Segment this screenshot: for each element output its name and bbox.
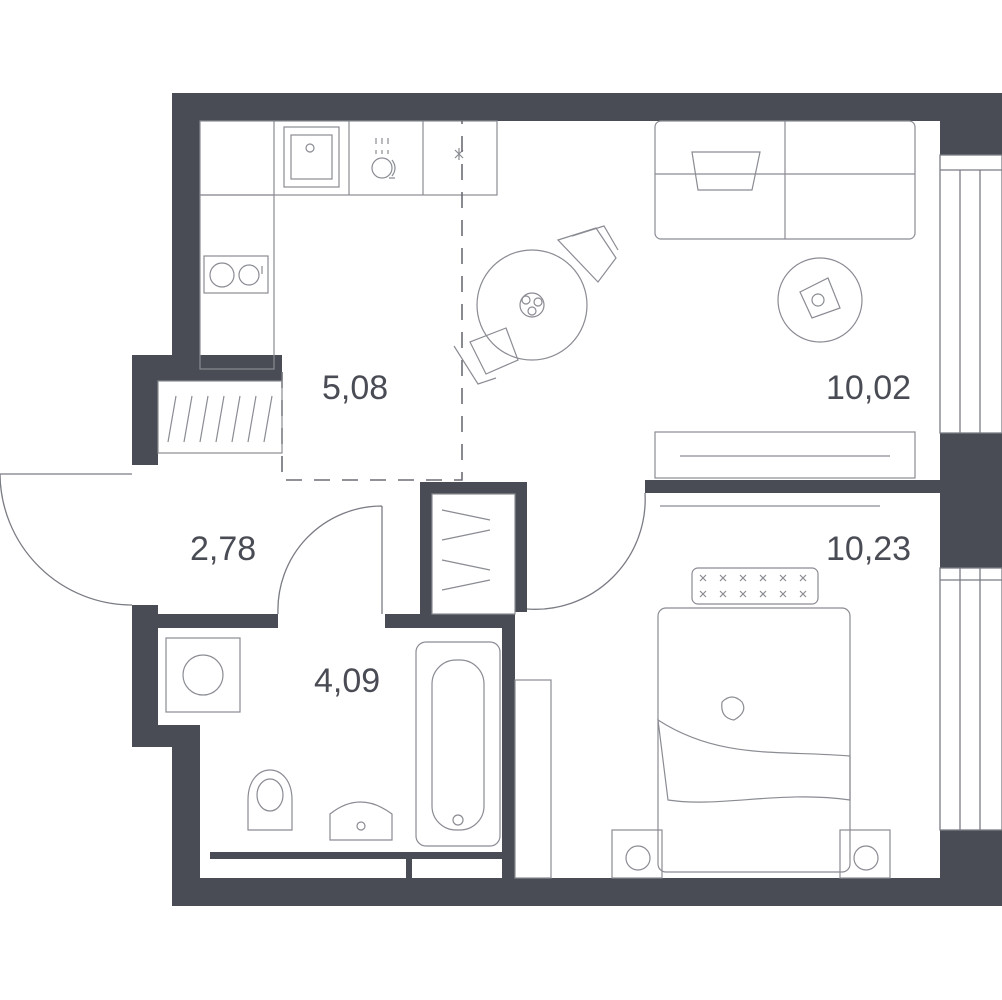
area-label-bathroom: 4,09 (314, 662, 380, 700)
area-label-hall: 2,78 (190, 530, 256, 568)
area-label-bedroom: 10,23 (826, 530, 911, 568)
wall-wardrobe-right (515, 482, 527, 612)
lamp-left-icon (625, 845, 651, 871)
bed-cushion-stitches (699, 574, 807, 598)
wall-wardrobe-top (420, 482, 527, 494)
tv-stand (654, 431, 916, 479)
bed (657, 607, 851, 873)
bedroom-door (526, 492, 646, 610)
flower-pot-icon (519, 292, 545, 318)
wall-pillar-right (940, 433, 1002, 568)
wall-bath-right (502, 614, 515, 878)
wall-niche-left (132, 355, 158, 465)
toilet-icon (247, 769, 293, 831)
wall-left-upper (172, 93, 200, 357)
blanket (657, 718, 851, 803)
wall-bottom (172, 878, 1002, 906)
hall-shoe-rack (157, 380, 283, 454)
chair-bottom (453, 327, 519, 385)
wall-bath-ledge (210, 852, 502, 859)
kitchen-zone-boundary (281, 120, 463, 481)
dining-table (476, 249, 588, 361)
wall-bath-top-left (158, 614, 278, 628)
kitchen-counter-left (199, 194, 275, 370)
chair-top (556, 225, 619, 283)
wall-bath-ledge-divider (406, 852, 412, 878)
living-furniture (654, 120, 916, 479)
wall-bath-top-right (385, 614, 515, 628)
wall-corner-top-right (940, 93, 1002, 155)
dishwasher-icon (371, 138, 396, 179)
wall-left-bottom (172, 725, 200, 906)
window-living (939, 154, 1002, 434)
kitchen-furniture (199, 120, 619, 481)
hall-wardrobe (431, 493, 516, 615)
bathroom-door (277, 505, 383, 615)
window-bedroom (939, 567, 1002, 831)
bed-headboard-cushion (691, 567, 819, 605)
bathtub (415, 641, 501, 847)
nightstand-right (839, 829, 891, 879)
doors (0, 473, 646, 615)
washbasin-icon (329, 801, 393, 841)
wall-top (172, 93, 940, 121)
windows (939, 154, 1002, 831)
wall-bedroom-top (645, 480, 940, 493)
wall-left-lower (132, 605, 158, 745)
cooktop-icon (203, 255, 269, 294)
bedroom-furniture (514, 505, 891, 879)
area-label-living: 10,02 (826, 369, 911, 407)
bathroom-furniture (165, 637, 501, 847)
wall-wardrobe-left (420, 482, 432, 614)
washing-machine (165, 637, 241, 713)
sink-icon (283, 126, 340, 188)
walls (132, 93, 1002, 906)
cat-icon (721, 696, 745, 721)
coffee-table (777, 257, 863, 343)
nightstand-left (611, 829, 663, 879)
bedroom-cabinet (514, 679, 552, 879)
lamp-right-icon (853, 845, 879, 871)
entrance-door (0, 473, 133, 606)
sofa-cushion (691, 151, 761, 191)
area-label-kitchen: 5,08 (322, 369, 388, 407)
hall-furniture (157, 380, 516, 615)
washing-machine-drum-icon (182, 654, 224, 696)
